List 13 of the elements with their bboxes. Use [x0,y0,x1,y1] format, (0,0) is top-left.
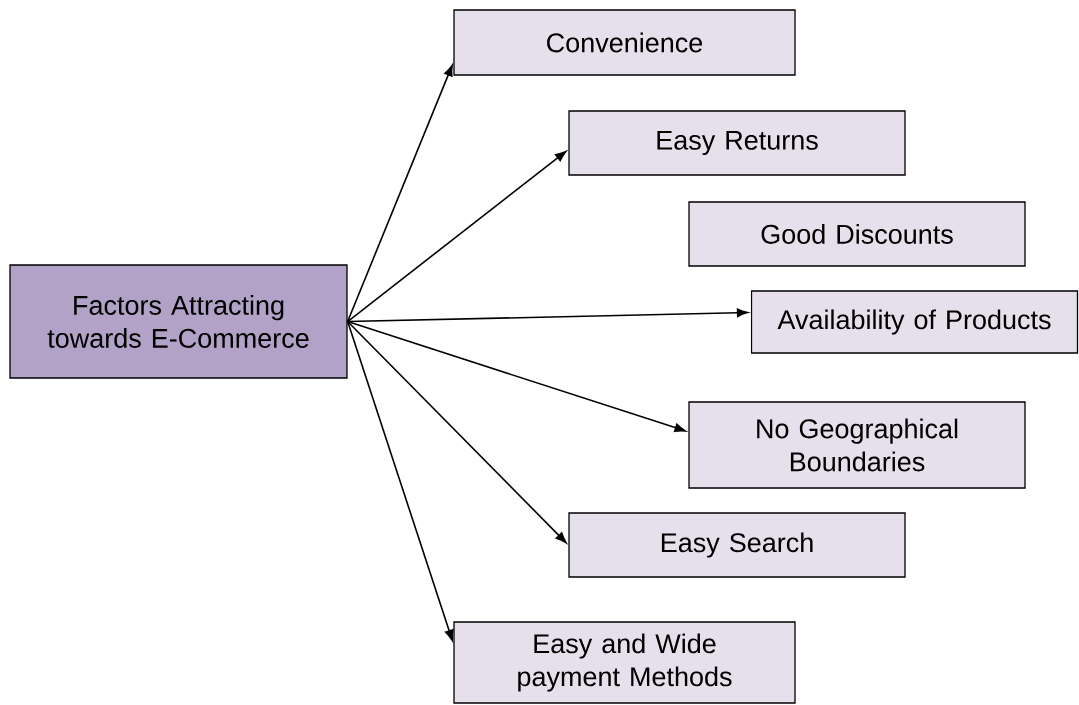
factor-box: Good Discounts [688,201,1026,267]
factor-box: Convenience [453,9,796,76]
arrow [346,150,567,323]
arrow [346,320,454,642]
arrow [346,320,567,544]
factor-box: Easy Search [568,512,906,578]
factor-box: No Geographical Boundaries [688,401,1026,489]
arrow [346,64,453,323]
factor-box: Easy and Wide payment Methods [453,621,796,704]
arrow [346,320,686,433]
topic-box: Factors Attracting towards E-Commerce [9,264,348,379]
factor-box: Easy Returns [568,110,906,176]
factor-box: Availability of Products [750,290,1079,354]
